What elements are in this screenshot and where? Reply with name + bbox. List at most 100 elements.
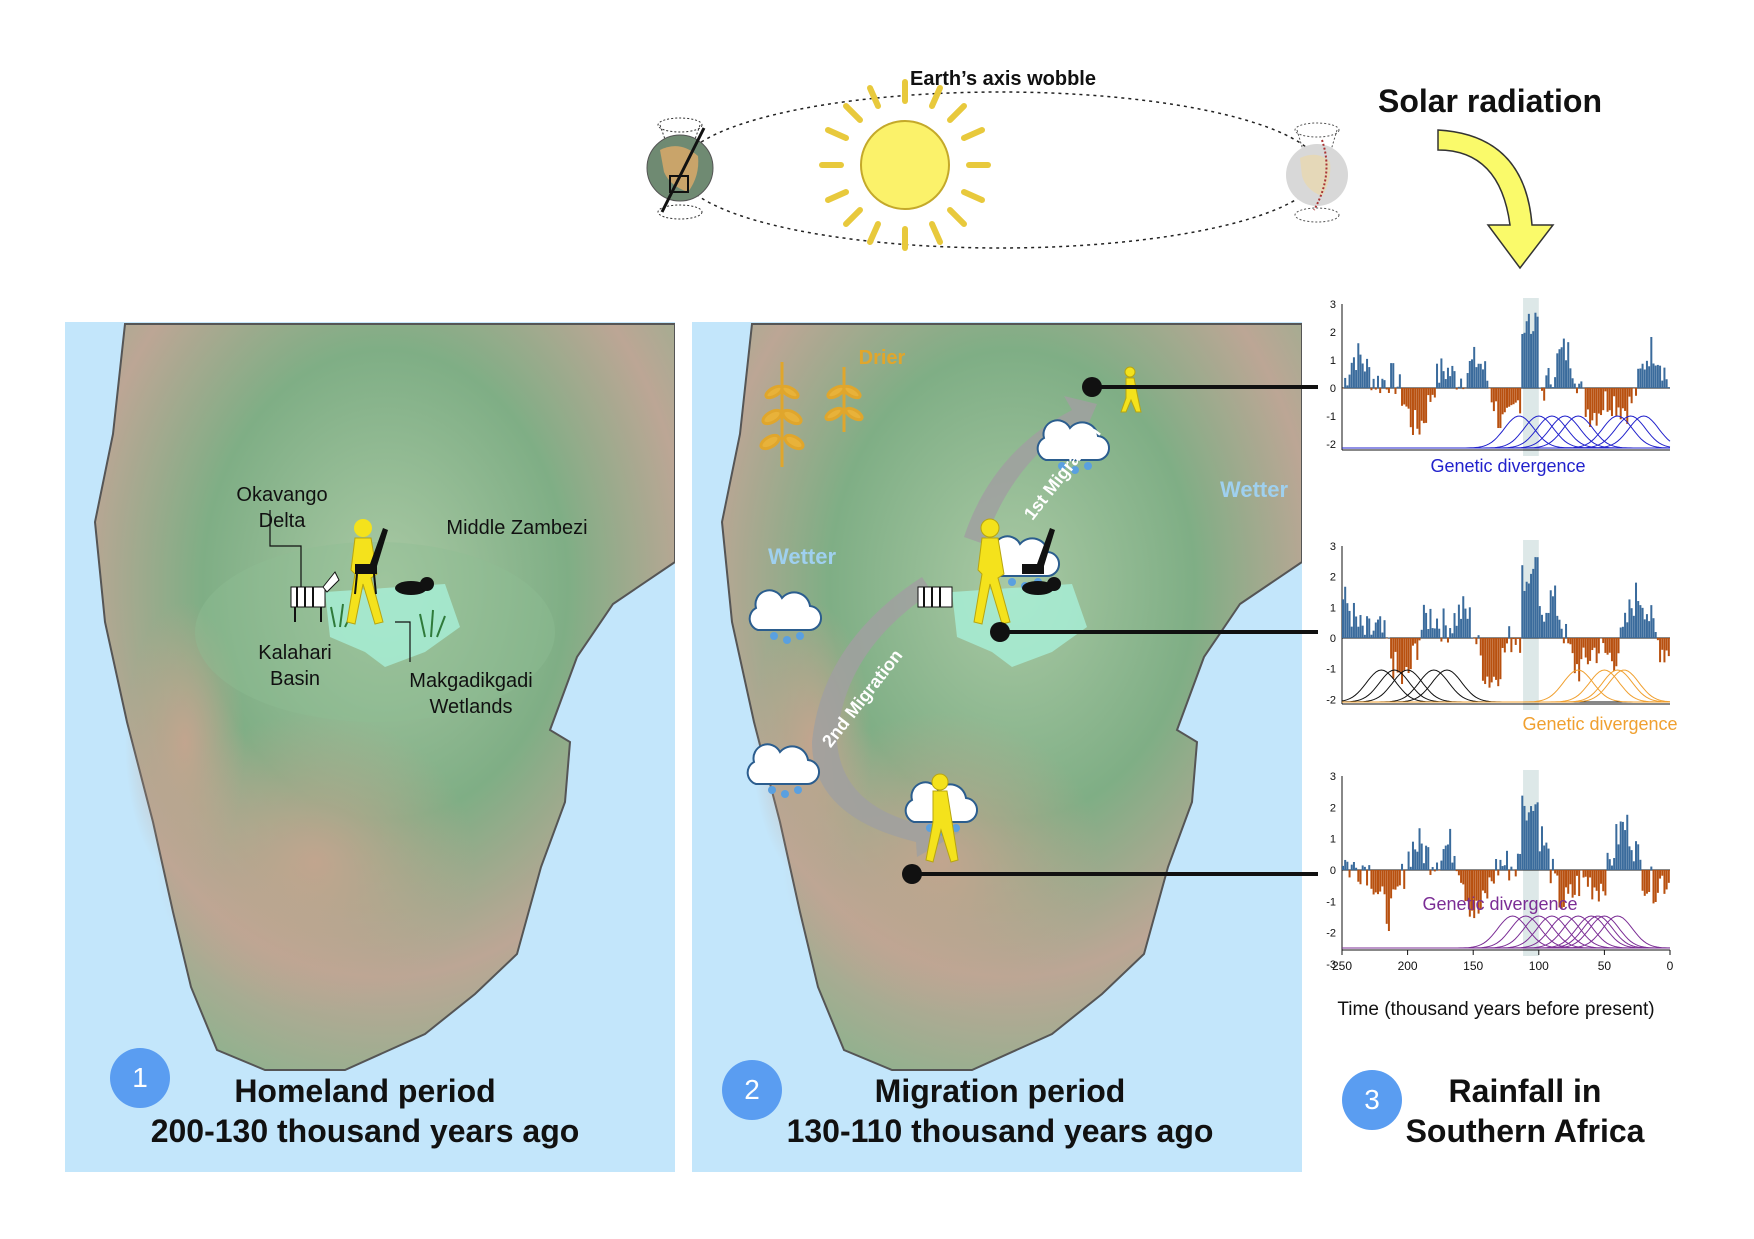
rainfall-bar xyxy=(1392,870,1395,890)
rainfall-bar xyxy=(1492,870,1495,884)
rainfall-bar xyxy=(1449,628,1452,638)
rainfall-bar xyxy=(1604,388,1607,392)
rainfall-bar xyxy=(1368,865,1371,870)
rainfall-bar xyxy=(1363,634,1366,638)
rainfall-bar xyxy=(1475,638,1478,645)
rainfall-bar xyxy=(1376,870,1379,895)
rainfall-bar xyxy=(1379,616,1382,638)
rainfall-bar xyxy=(1394,388,1397,394)
rainfall-bar xyxy=(1516,638,1519,639)
y-tick-label: 3 xyxy=(1330,299,1336,311)
rainfall-bar xyxy=(1608,859,1611,870)
rainfall-bar xyxy=(1630,850,1633,870)
rainfall-bar xyxy=(1433,870,1436,872)
rainfall-bar xyxy=(1661,380,1664,388)
rainfall-bar xyxy=(1519,388,1522,414)
migration-2-arrow xyxy=(812,577,960,857)
rainfall-bar xyxy=(1551,387,1554,388)
label-makgadikgadi: Makgadikgadi Wetlands xyxy=(409,670,533,718)
rainfall-bar xyxy=(1436,618,1439,638)
rainfall-bar xyxy=(1495,638,1498,680)
rainfall-bar xyxy=(1486,870,1489,899)
rainfall-bar xyxy=(1433,388,1436,398)
rainfall-bar xyxy=(1350,626,1353,638)
rainfall-bar xyxy=(1527,812,1530,870)
rainfall-bar xyxy=(1656,638,1659,641)
rainfall-bar xyxy=(1401,388,1404,406)
rainfall-bar xyxy=(1663,638,1666,663)
label-drier: Drier xyxy=(859,347,906,369)
rainfall-bar xyxy=(1398,638,1401,673)
panel3-title-line2: Southern Africa xyxy=(1405,1112,1645,1149)
rainfall-bar xyxy=(1490,638,1493,683)
rainfall-bar xyxy=(1527,583,1530,638)
rainfall-bar xyxy=(1427,847,1430,870)
rainfall-bar xyxy=(1346,385,1349,388)
rainfall-bar xyxy=(1578,638,1581,682)
rainfall-bar xyxy=(1468,607,1471,638)
rainfall-bar xyxy=(1569,638,1572,645)
label-okavango: Okavango Delta xyxy=(236,484,328,532)
rainfall-bar xyxy=(1604,870,1607,896)
rainfall-bar xyxy=(1422,388,1425,424)
rainfall-bar xyxy=(1374,622,1377,638)
panel2-title: Migration period 130-110 thousand years … xyxy=(760,1072,1240,1151)
rainfall-bar xyxy=(1363,371,1366,388)
rainfall-bar xyxy=(1635,582,1638,638)
rainfall-bar xyxy=(1643,870,1646,896)
rainfall-bar xyxy=(1606,388,1609,412)
y-tick-label: 0 xyxy=(1330,383,1336,395)
rainfall-bar xyxy=(1486,638,1489,677)
y-tick-label: 2 xyxy=(1330,572,1336,584)
rainfall-bar xyxy=(1475,367,1478,388)
rainfall-bar xyxy=(1503,865,1506,870)
rainfall-bar xyxy=(1451,862,1454,870)
rainfall-bar xyxy=(1387,388,1390,393)
rainfall-bar xyxy=(1571,378,1574,388)
rainfall-bar xyxy=(1510,638,1513,653)
rainfall-bar xyxy=(1648,366,1651,388)
rainfall-bar xyxy=(1425,388,1428,423)
rainfall-bar xyxy=(1575,388,1578,394)
rainfall-bar xyxy=(1446,844,1449,870)
rainfall-bar xyxy=(1567,638,1570,644)
rainfall-bar xyxy=(1650,605,1653,638)
rainfall-bar xyxy=(1589,388,1592,427)
rainfall-bar xyxy=(1630,388,1633,404)
panel1-title-line1: Homeland period xyxy=(234,1073,496,1109)
panel2-title-line1: Migration period xyxy=(874,1073,1126,1109)
rainfall-bar xyxy=(1578,870,1581,897)
rainfall-bar xyxy=(1352,357,1355,388)
rainfall-bar xyxy=(1379,870,1382,892)
x-tick-label: 250 xyxy=(1332,959,1352,973)
rainfall-bar xyxy=(1547,367,1550,388)
rainfall-bar xyxy=(1560,870,1563,909)
rainfall-bar xyxy=(1591,388,1594,421)
rainfall-bar xyxy=(1368,367,1371,388)
rainfall-bar xyxy=(1508,626,1511,638)
rainfall-bar xyxy=(1468,360,1471,388)
y-tick-label: 0 xyxy=(1330,865,1336,877)
rainfall-bar xyxy=(1606,638,1609,655)
rainfall-bar xyxy=(1543,845,1546,870)
rainfall-bar xyxy=(1514,870,1517,877)
rainfall-bar xyxy=(1540,826,1543,870)
rainfall-bar xyxy=(1477,635,1480,638)
rainfall-bar xyxy=(1586,388,1589,410)
rainfall-bar xyxy=(1398,374,1401,388)
panel3-title-line1: Rainfall in xyxy=(1448,1073,1602,1109)
rainfall-bar xyxy=(1617,388,1620,408)
rainfall-bar xyxy=(1457,870,1460,876)
rainfall-bar xyxy=(1359,354,1362,388)
rainfall-bar xyxy=(1516,388,1519,401)
rainfall-bar xyxy=(1449,376,1452,388)
rainfall-bar xyxy=(1436,363,1439,388)
rainfall-bar xyxy=(1436,862,1439,870)
divergence-curve xyxy=(1342,669,1670,703)
rainfall-bar xyxy=(1567,870,1570,894)
rainfall-bar xyxy=(1440,638,1443,642)
rainfall-bar xyxy=(1350,864,1353,870)
rainfall-bar xyxy=(1615,638,1618,667)
rainfall-bar xyxy=(1495,388,1498,402)
rainfall-bar xyxy=(1532,568,1535,638)
